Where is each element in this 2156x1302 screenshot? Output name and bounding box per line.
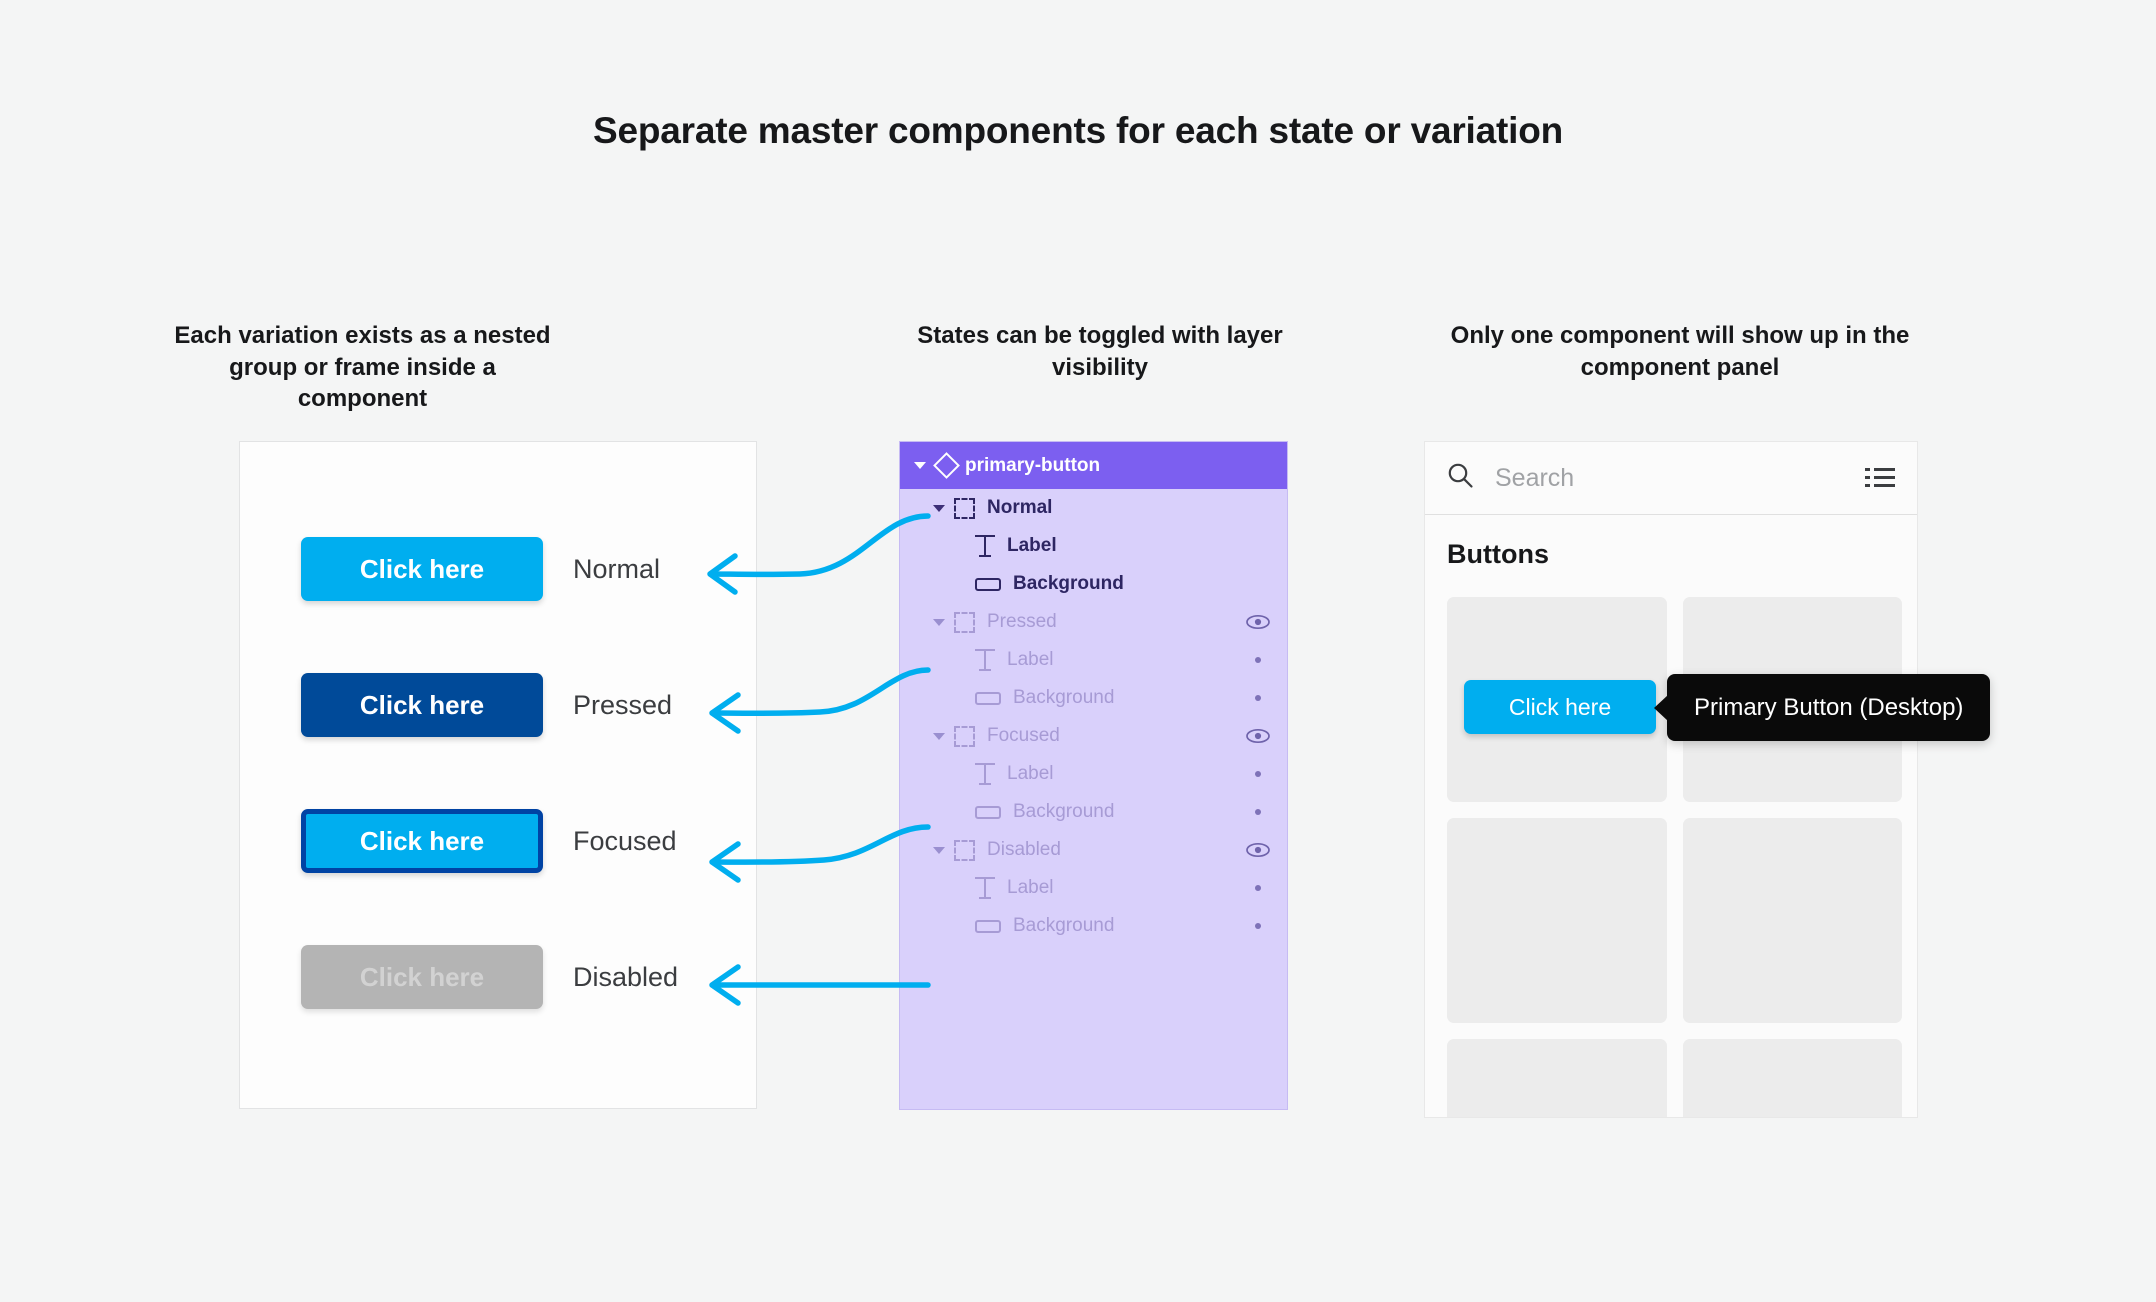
layer-row-disabled-background[interactable]: Background [900,907,1287,945]
layer-label: Disabled [987,839,1061,860]
component-tooltip: Primary Button (Desktop) [1667,674,1991,741]
eye-icon[interactable] [1246,728,1270,744]
chevron-down-icon[interactable] [933,846,945,854]
variations-panel: Click here Normal Click here Pressed Cli… [239,441,757,1109]
chevron-down-icon[interactable] [914,462,926,469]
rectangle-icon [975,919,1001,933]
text-icon [975,877,995,899]
layer-label: Label [1007,763,1054,784]
eye-icon[interactable] [1246,614,1270,630]
rectangle-icon [975,577,1001,591]
caption-middle: States can be toggled with layer visibil… [917,322,1283,381]
layer-label: Background [1013,915,1115,936]
variation-row-normal: Click here Normal [240,534,756,604]
layer-label: Focused [987,725,1060,746]
text-icon [975,763,995,785]
layer-row-component[interactable]: primary-button [900,442,1287,489]
layer-row-pressed-label[interactable]: Label [900,641,1287,679]
visibility-dot-icon[interactable] [1255,885,1261,891]
state-label-pressed: Pressed [573,689,673,720]
visibility-dot-icon[interactable] [1255,771,1261,777]
layer-label: Label [1007,535,1057,556]
component-diamond-icon [933,452,960,479]
search-bar[interactable]: Search [1425,442,1917,515]
layer-row-focused-background[interactable]: Background [900,793,1287,831]
component-name-label: primary-button [965,454,1101,476]
layer-row-focused[interactable]: Focused [900,717,1287,755]
frame-icon [954,611,975,633]
caption-right: Only one component will show up in the c… [1450,322,1910,381]
button-focused[interactable]: Click here [301,809,543,873]
component-card[interactable] [1447,818,1667,1023]
component-preview-button[interactable]: Click here [1464,680,1656,734]
variation-row-focused: Click here Focused [240,806,756,876]
layer-row-normal-label[interactable]: Label [900,527,1287,565]
chevron-down-icon[interactable] [933,618,945,626]
layer-row-pressed[interactable]: Pressed [900,603,1287,641]
search-input[interactable]: Search [1495,463,1575,492]
button-normal[interactable]: Click here [301,537,543,601]
eye-icon[interactable] [1246,842,1270,858]
layer-label: Normal [987,497,1053,518]
visibility-dot-icon[interactable] [1255,809,1261,815]
component-card[interactable] [1682,1039,1902,1117]
text-icon [975,535,995,557]
frame-icon [954,839,975,861]
layer-row-normal[interactable]: Normal [900,489,1287,527]
layer-row-pressed-background[interactable]: Background [900,679,1287,717]
frame-icon [954,725,975,747]
visibility-dot-icon[interactable] [1255,657,1261,663]
component-panel: Search Buttons [1424,441,1918,1118]
layer-label: Pressed [987,611,1057,632]
layer-row-disabled-label[interactable]: Label [900,869,1287,907]
visibility-dot-icon[interactable] [1255,695,1261,701]
chevron-down-icon[interactable] [933,732,945,740]
state-label-normal: Normal [573,553,661,584]
component-card-grid [1447,597,1902,1117]
visibility-dot-icon[interactable] [1255,923,1261,929]
rectangle-icon [975,691,1001,705]
list-view-icon[interactable] [1865,466,1895,490]
component-card[interactable] [1447,1039,1667,1117]
page-title: Separate master components for each stat… [592,110,1564,151]
text-icon [975,649,995,671]
layer-label: Background [1013,801,1115,822]
button-pressed[interactable]: Click here [301,673,543,737]
rectangle-icon [975,805,1001,819]
component-card[interactable] [1682,818,1902,1023]
layer-row-focused-label[interactable]: Label [900,755,1287,793]
layer-row-disabled[interactable]: Disabled [900,831,1287,869]
caption-left: Each variation exists as a nested group … [174,322,551,413]
layer-label: Label [1007,649,1054,670]
variation-row-pressed: Click here Pressed [240,670,756,740]
frame-icon [954,497,975,519]
button-disabled: Click here [301,945,543,1009]
layers-panel: primary-button Normal Label Background P… [899,441,1288,1110]
state-label-focused: Focused [573,825,677,856]
section-title-buttons: Buttons [1447,539,1549,569]
search-icon [1447,462,1474,494]
variation-row-disabled: Click here Disabled [240,942,756,1012]
state-label-disabled: Disabled [573,961,679,992]
layer-label: Label [1007,877,1054,898]
layer-row-normal-background[interactable]: Background [900,565,1287,603]
chevron-down-icon[interactable] [933,504,945,512]
layer-label: Background [1013,573,1124,594]
layer-label: Background [1013,687,1115,708]
